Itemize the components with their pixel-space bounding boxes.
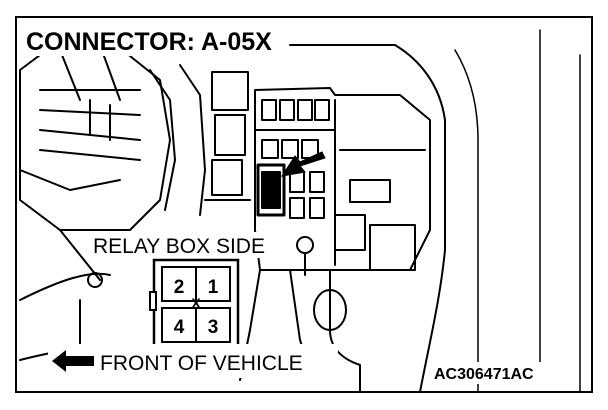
title-backdrop bbox=[22, 24, 284, 56]
connector-pin-3 bbox=[195, 307, 231, 343]
connector-pin-1 bbox=[195, 266, 231, 302]
pin-label-3: 3 bbox=[208, 317, 219, 338]
location-arrow bbox=[280, 151, 326, 177]
connector-face: 2 1 4 3 X bbox=[149, 258, 240, 348]
engine-bay-illustration bbox=[19, 29, 581, 393]
relay-box-side-label: RELAY BOX SIDE bbox=[93, 235, 265, 258]
pin-label-4: 4 bbox=[174, 317, 185, 338]
connector-key bbox=[149, 291, 157, 311]
front-arrow-icon bbox=[52, 350, 94, 372]
connector-center-mark: X bbox=[191, 295, 201, 311]
figure-id-backdrop bbox=[430, 362, 554, 384]
pin-label-2: 2 bbox=[174, 277, 185, 298]
direction-backdrop bbox=[48, 344, 338, 378]
connector-pin-2 bbox=[161, 266, 197, 302]
relay-label-backdrop bbox=[90, 232, 296, 258]
page-title: CONNECTOR: A-05X bbox=[26, 28, 272, 56]
front-of-vehicle-label: FRONT OF VEHICLE bbox=[100, 352, 303, 375]
pin-label-1: 1 bbox=[208, 277, 219, 298]
figure-id: AC306471AC bbox=[434, 366, 534, 383]
